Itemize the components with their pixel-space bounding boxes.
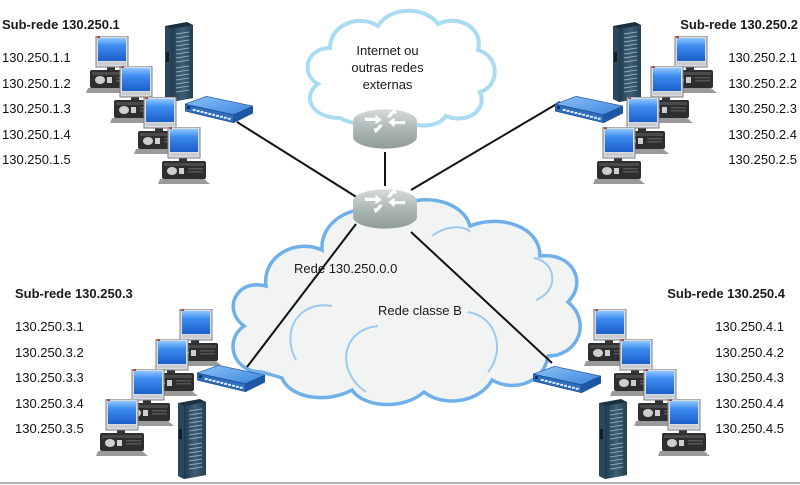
host-address: 130.250.1.2 (2, 75, 71, 91)
bottom-divider (0, 482, 800, 484)
link-core-to-subnet-2 (410, 101, 561, 191)
host-address: 130.250.4.4 (715, 395, 784, 411)
links (236, 101, 561, 368)
host-address: 130.250.2.5 (728, 152, 797, 167)
host-address: 130.250.1.3 (2, 101, 71, 116)
server-icon (177, 399, 207, 479)
host-address: 130.250.1.5 (2, 152, 71, 167)
link-core-to-subnet-4 (410, 231, 553, 364)
host-address: 130.250.4.3 (715, 370, 784, 385)
external-cloud-label-line: externas (362, 77, 413, 92)
subnet-1-title: Sub-rede 130.250.1 (2, 17, 120, 32)
link-core-to-subnet-1 (236, 121, 359, 199)
core-router-icon (353, 188, 417, 229)
switch-icon (185, 96, 253, 124)
host-address: 130.250.2.1 (728, 50, 797, 65)
subnet-1-devices (86, 22, 253, 185)
external-cloud-label-line: outras redes (351, 60, 424, 75)
external-cloud-label-line: Internet ou (356, 43, 419, 58)
host-address: 130.250.3.5 (15, 421, 84, 436)
server-icon (612, 22, 642, 102)
subnet-2-devices (555, 22, 718, 185)
switch-icon (533, 366, 601, 394)
host-address: 130.250.3.2 (15, 344, 84, 360)
main-cloud (231, 198, 582, 407)
host-address: 130.250.1.4 (2, 126, 71, 142)
external-cloud-label: Internet ou outras redes externas (345, 42, 430, 93)
host-address: 130.250.4.5 (715, 421, 784, 436)
server-icon (598, 399, 628, 479)
subnet-2-host-list: 130.250.2.1 130.250.2.2 130.250.2.3 130.… (728, 50, 797, 178)
host-address: 130.250.2.4 (728, 126, 797, 142)
host-address: 130.250.2.2 (728, 75, 797, 91)
link-core-to-subnet-3 (246, 223, 357, 368)
host-address: 130.250.3.1 (15, 319, 84, 334)
subnet-2-title: Sub-rede 130.250.2 (680, 17, 798, 32)
subnet-4-title: Sub-rede 130.250.4 (667, 286, 785, 301)
external-cloud (305, 8, 497, 128)
server-icon (164, 22, 194, 102)
border-router-icon (353, 108, 417, 149)
subnet-4-host-list: 130.250.4.1 130.250.4.2 130.250.4.3 130.… (715, 319, 784, 447)
subnet-3-host-list: 130.250.3.1 130.250.3.2 130.250.3.3 130.… (15, 319, 84, 447)
network-address-label: Rede 130.250.0.0 (294, 261, 398, 276)
subnet-1-host-list: 130.250.1.1 130.250.1.2 130.250.1.3 130.… (2, 50, 71, 178)
network-class-label: Rede classe B (378, 303, 462, 318)
host-address: 130.250.3.3 (15, 370, 84, 385)
host-address: 130.250.4.1 (715, 319, 784, 334)
subnet-3-title: Sub-rede 130.250.3 (15, 286, 133, 301)
host-address: 130.250.1.1 (2, 50, 71, 65)
switch-icon (555, 96, 623, 124)
host-address: 130.250.2.3 (728, 101, 797, 116)
host-address: 130.250.3.4 (15, 395, 84, 411)
host-address: 130.250.4.2 (715, 344, 784, 360)
